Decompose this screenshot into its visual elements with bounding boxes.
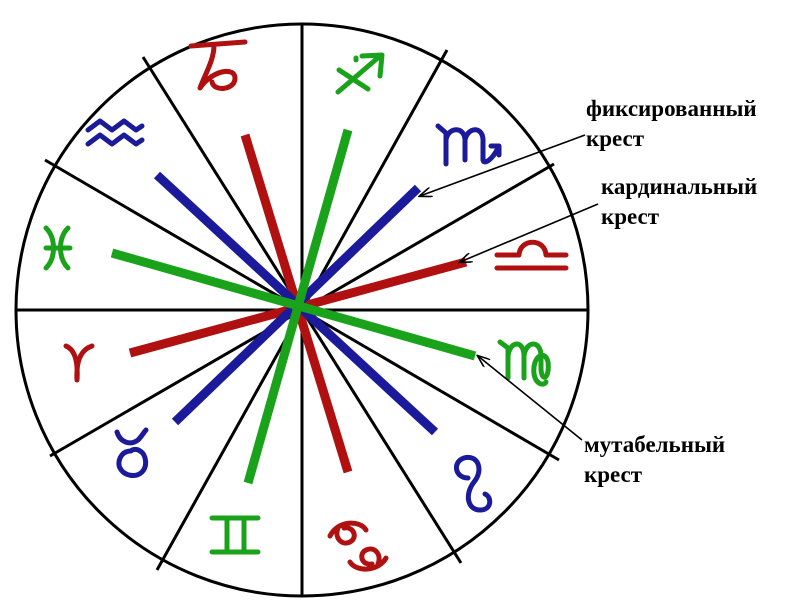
virgo-icon <box>497 339 551 387</box>
mutable-arrow <box>478 356 583 441</box>
aries-icon <box>63 343 95 383</box>
mutable-bar <box>110 248 477 361</box>
cardinal-arrow <box>460 203 599 262</box>
cardinal-label-line-1: кардинальный <box>601 174 757 199</box>
cardinal-cross-label: кардинальный крест <box>601 174 757 229</box>
mutable-label-line-2: крест <box>584 462 643 487</box>
fixed-cross-label: фиксированный крест <box>586 96 757 151</box>
fixed-label-line-1: фиксированный <box>586 96 757 121</box>
mutable-cross <box>110 128 477 485</box>
mutable-cross-label: мутабельный крест <box>584 432 725 487</box>
sagittarius-icon <box>335 52 385 95</box>
mutable-label-line-1: мутабельный <box>584 432 725 457</box>
cardinal-label-line-2: крест <box>601 204 660 229</box>
capricorn-icon <box>188 39 248 91</box>
pisces-icon <box>43 225 73 271</box>
fixed-label-line-2: крест <box>586 126 645 151</box>
scorpio-icon <box>435 123 502 167</box>
taurus-icon <box>114 427 149 478</box>
leo-icon <box>454 454 493 513</box>
gemini-icon <box>209 515 261 555</box>
fixed-arrow <box>420 134 586 196</box>
aquarius-icon <box>85 118 145 147</box>
libra-icon <box>494 239 569 271</box>
callout-arrows <box>420 134 599 441</box>
cancer-icon <box>327 520 389 572</box>
